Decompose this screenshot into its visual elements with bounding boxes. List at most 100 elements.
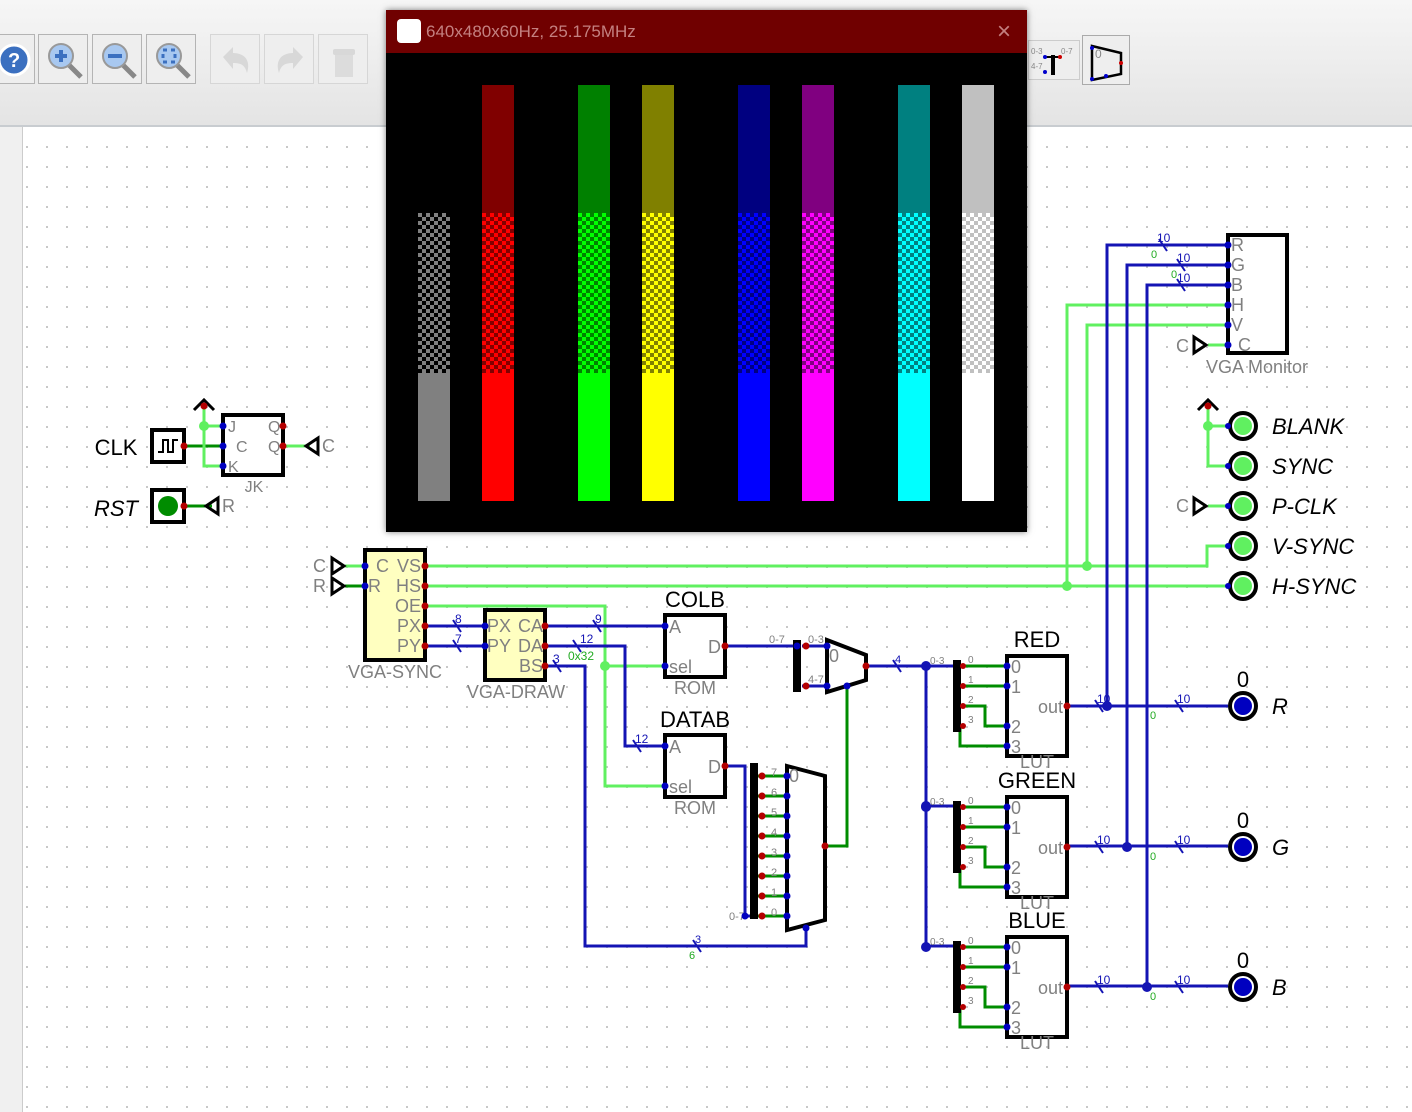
label: out (1038, 838, 1063, 858)
pin (793, 642, 801, 650)
undo-button[interactable] (210, 34, 260, 84)
label: 10 (1157, 231, 1171, 245)
pin (783, 872, 791, 880)
label: 1 (1011, 677, 1021, 697)
power-icon (1196, 397, 1220, 412)
pin (823, 642, 831, 650)
close-button[interactable]: × (996, 18, 1011, 45)
label: 10 (1177, 251, 1191, 265)
pin (1224, 321, 1232, 329)
pin (1225, 423, 1231, 429)
pin (1003, 823, 1011, 831)
color-bar-dither (802, 213, 834, 373)
multiplexer-2to1 (825, 637, 868, 695)
pin (1003, 863, 1011, 871)
output-label: B (1272, 975, 1287, 1000)
vga-monitor-label: VGA Monitor (1206, 357, 1308, 377)
bus-width-marker (1174, 980, 1184, 994)
lut-bit-wire (958, 1007, 1007, 1029)
label: 1 (1011, 818, 1021, 838)
pin (1062, 581, 1072, 591)
color-bar-bright (418, 373, 450, 501)
label: 2 (771, 867, 777, 879)
pin (921, 801, 931, 811)
delete-button[interactable] (318, 34, 368, 84)
label: 6 (771, 787, 777, 799)
color-bar-dark (802, 85, 834, 213)
label: DA (518, 636, 543, 656)
pin (960, 804, 966, 810)
label: 10 (1177, 973, 1191, 987)
jk-label: JK (245, 479, 264, 496)
left-scrollbar[interactable] (0, 127, 23, 1112)
label: 9 (595, 612, 602, 626)
color-bar-bright (738, 373, 770, 501)
vga-draw-component (483, 608, 547, 682)
label: B (1231, 275, 1243, 295)
pin (758, 872, 766, 880)
pin (960, 723, 966, 729)
color-bar-dither (418, 213, 450, 373)
label: ROM (674, 678, 716, 698)
label: D (708, 637, 721, 657)
pin (758, 832, 766, 840)
pin (1224, 261, 1232, 269)
zoom-in-button[interactable] (38, 34, 88, 84)
pin (721, 762, 729, 770)
splitter (953, 660, 961, 732)
pin (361, 582, 369, 590)
splitter-icon: 0-3 4-7 0-7 (1031, 47, 1073, 75)
pin (279, 442, 287, 450)
label: 10 (1177, 271, 1191, 285)
label: 0-3 (808, 634, 824, 646)
pin (960, 1004, 966, 1010)
output-value (1234, 457, 1252, 475)
pin (1224, 301, 1232, 309)
pin (862, 662, 870, 670)
bus-width-marker (632, 739, 642, 753)
mux-icon: 0 (1090, 44, 1123, 82)
help-button[interactable]: ? (0, 34, 35, 84)
pin (1082, 561, 1092, 571)
vga-monitor-window[interactable]: 640x480x60Hz, 25.175MHz × (386, 10, 1027, 532)
label: 1 (968, 675, 974, 686)
label: 2 (1011, 998, 1021, 1018)
label: 1 (968, 816, 974, 827)
label: PY (397, 636, 421, 656)
monitor-r-bus (1105, 243, 1228, 706)
bus-width-marker (1174, 840, 1184, 854)
window-title-bar[interactable]: 640x480x60Hz, 25.175MHz × (386, 10, 1027, 53)
bus-width-marker (1176, 258, 1186, 272)
pin (1102, 701, 1112, 711)
label: PX (397, 616, 421, 636)
pin (1003, 883, 1011, 891)
label: 0 (1171, 269, 1177, 281)
label: 0 (968, 936, 974, 947)
label: 0 (1151, 249, 1157, 261)
bus-width-marker (452, 619, 462, 633)
label: 0 (1011, 938, 1021, 958)
pin (661, 662, 669, 670)
pin (802, 924, 810, 932)
mux-tool-button[interactable]: 0 (1082, 35, 1130, 85)
label: H (1231, 295, 1244, 315)
tunnel-c (330, 555, 347, 577)
output-label: V-SYNC (1272, 534, 1354, 559)
zoom-out-button[interactable] (92, 34, 142, 84)
lut-bit-wire (958, 726, 1007, 748)
label: 2 (968, 976, 974, 987)
pin (1003, 943, 1011, 951)
splitter-tool-button[interactable]: 0-3 4-7 0-7 (1028, 40, 1080, 80)
output-value-label: 0 (1237, 808, 1249, 833)
label: LUT (1020, 1033, 1054, 1053)
vga-monitor-component (1226, 233, 1289, 355)
clk-label: CLK (95, 435, 138, 460)
zoom-fit-button[interactable] (146, 34, 196, 84)
pin (1224, 281, 1232, 289)
mux-select-wire (825, 688, 849, 848)
label: 0 (968, 655, 974, 666)
label: R (1231, 235, 1244, 255)
svg-text:0-7: 0-7 (1061, 47, 1073, 56)
redo-button[interactable] (264, 34, 314, 84)
